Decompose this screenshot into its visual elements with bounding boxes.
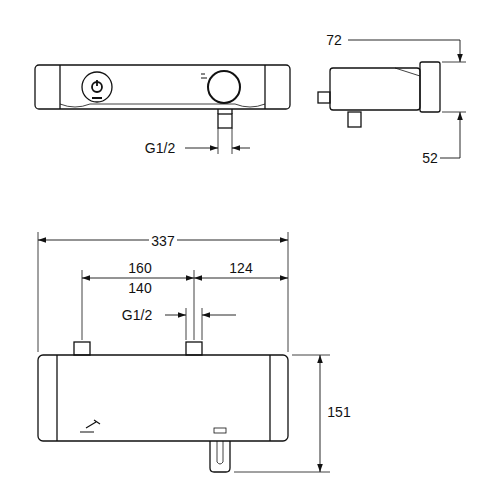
- centre-distance: 140: [126, 280, 153, 296]
- overall-length: 337: [149, 233, 176, 249]
- height-dimension: 151: [325, 404, 352, 420]
- depth-dimension: 52: [420, 150, 440, 166]
- depth-dimension: 72: [324, 32, 344, 48]
- thread-size: G1/2: [143, 140, 177, 156]
- thread-size: G1/2: [120, 307, 154, 323]
- offset-dimension: 124: [227, 260, 254, 276]
- centre-distance: 160: [126, 260, 153, 276]
